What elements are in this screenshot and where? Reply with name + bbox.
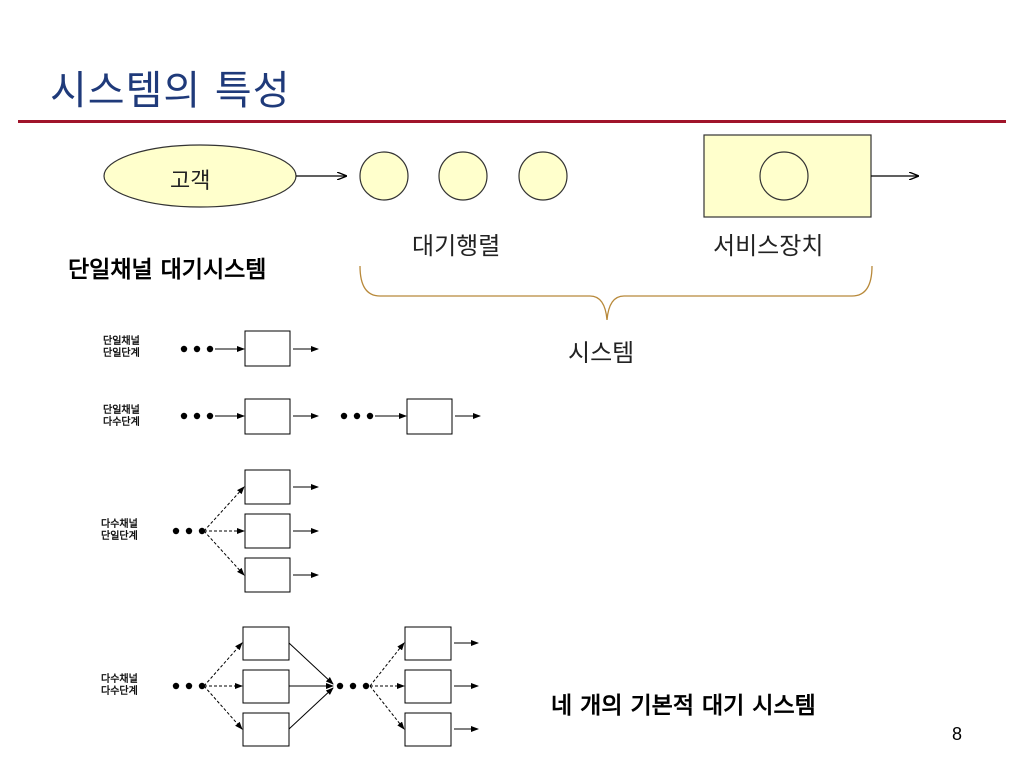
server-circle	[759, 151, 809, 201]
config-row-4	[172, 626, 479, 747]
config-label-1: 단일채널 단일단계	[103, 336, 140, 359]
server-label: 서비스장치	[713, 232, 824, 260]
queue-label: 대기행렬	[412, 232, 501, 260]
queue-circle-2	[438, 151, 488, 201]
config-label-4: 다수채널 다수단계	[101, 674, 138, 697]
queue-circle-1	[359, 151, 409, 201]
title-divider	[18, 120, 1006, 123]
figure-caption: 네 개의 기본적 대기 시스템	[551, 693, 816, 719]
queue-circle-3	[518, 151, 568, 201]
single-channel-system-title: 단일채널 대기시스템	[68, 257, 267, 283]
config-label-3: 다수채널 단일단계	[101, 519, 138, 542]
system-label: 시스템	[568, 339, 635, 367]
config-row-3	[172, 469, 319, 593]
page-number: 8	[952, 724, 963, 744]
config-row-1	[180, 330, 319, 367]
config-label-2: 단일채널 다수단계	[103, 405, 140, 428]
system-brace	[359, 265, 873, 321]
customer-label: 고객	[170, 169, 211, 194]
config-row-2	[180, 398, 481, 435]
page-title: 시스템의 특성	[50, 68, 291, 114]
